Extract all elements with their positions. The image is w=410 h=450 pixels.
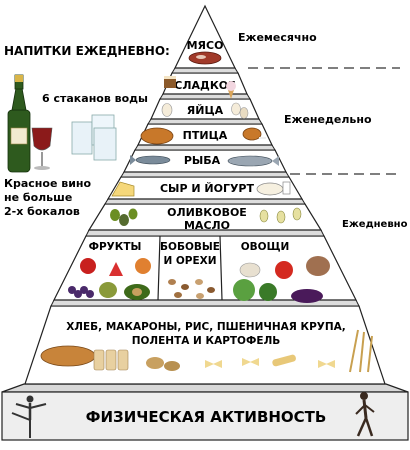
eggs-icon xyxy=(161,102,249,119)
activity-label: ФИЗИЧЕСКАЯ АКТИВНОСТЬ xyxy=(86,408,327,426)
vegetables-icon xyxy=(233,256,330,303)
frequency-monthly: Ежемесячно xyxy=(238,31,317,44)
fish-right-icon xyxy=(227,155,279,167)
fruits-icon xyxy=(68,258,151,300)
tier-label-grains-line1: ХЛЕБ, МАКАРОНЫ, РИС, ПШЕНИЧНАЯ КРУПА, xyxy=(66,321,346,333)
tier-label-olive-line1: ОЛИВКОВОЕ xyxy=(167,206,247,219)
steak-icon xyxy=(188,51,222,65)
potatoes-icon xyxy=(146,357,180,371)
activity-base xyxy=(1,383,409,441)
tier-fruits-legumes-veg xyxy=(53,229,357,301)
tier-sweets xyxy=(162,67,248,95)
wine-bottle-icon xyxy=(7,74,31,173)
tier-label-olive-line2: МАСЛО xyxy=(184,219,230,232)
wine-label-line1: Красное вино xyxy=(4,177,92,190)
nuts-icon xyxy=(168,279,215,299)
frequency-daily: Ежедневно xyxy=(342,219,408,230)
drinks-header: НАПИТКИ ЕЖЕДНЕВНО: xyxy=(4,44,170,58)
tier-fish xyxy=(123,144,287,173)
tier-label-sweets: СЛАДКОЕ xyxy=(174,79,235,92)
tier-label-fruits: ФРУКТЫ xyxy=(89,241,142,253)
tier-cheese xyxy=(106,171,304,200)
water-label: 6 стаканов воды xyxy=(42,92,148,105)
wheat-icon xyxy=(349,329,373,373)
yogurt-icon xyxy=(256,181,291,196)
frequency-weekly: Еженедельно xyxy=(284,113,372,126)
cake-icon xyxy=(164,76,176,88)
tier-label-grains-line2: ПОЛЕНТА И КАРТОФЕЛЬ xyxy=(132,335,281,347)
tier-label-legumes-line1: БОБОВЫЕ xyxy=(160,241,220,253)
tier-label-meat: МЯСО xyxy=(187,39,224,52)
tier-label-poultry: ПТИЦА xyxy=(183,129,228,142)
tier-label-cheese: СЫР И ЙОГУРТ xyxy=(160,182,255,195)
fish-left-icon xyxy=(130,155,171,165)
roast-chicken-icon xyxy=(140,127,174,145)
olive-oil-drops-icon xyxy=(259,207,302,224)
pasta-icon xyxy=(205,354,335,368)
ice-cream-icon xyxy=(226,81,236,99)
dancer-figure-icon xyxy=(11,395,47,438)
water-glasses-icon xyxy=(71,114,117,161)
tier-meat xyxy=(174,4,236,69)
tier-label-legumes-line2: И ОРЕХИ xyxy=(163,255,216,267)
green-olives-icon xyxy=(110,208,138,226)
tier-label-vegetables: ОВОЩИ xyxy=(241,241,290,253)
cheese-icon xyxy=(111,181,135,197)
wine-label-line2: не больше xyxy=(4,191,73,204)
bread-icon xyxy=(40,345,129,371)
wine-glass-icon xyxy=(31,127,53,170)
tier-label-fish: РЫБА xyxy=(184,154,221,167)
tier-label-eggs: ЯЙЦА xyxy=(187,104,224,117)
chicken-leg-icon xyxy=(242,127,266,141)
walker-figure-icon xyxy=(355,392,375,437)
wine-label-line3: 2-х бокалов xyxy=(4,205,80,218)
